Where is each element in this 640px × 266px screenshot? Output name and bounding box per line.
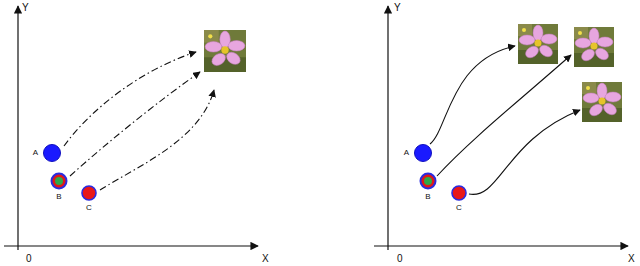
flower-image	[204, 30, 246, 72]
circle-shape	[414, 144, 432, 162]
point-label: A	[33, 149, 38, 157]
circle-shape	[43, 144, 61, 162]
point-circle: C	[81, 185, 97, 201]
point-circle: C	[451, 185, 467, 201]
axis-label: X	[262, 254, 269, 264]
circle-shape	[419, 172, 437, 190]
point-label: C	[456, 204, 462, 212]
circle-shape	[451, 185, 467, 201]
axes	[374, 6, 628, 250]
axis-label: Y	[22, 3, 29, 13]
circle-shape	[81, 185, 97, 201]
point-label: A	[404, 149, 409, 157]
point-circle: B	[419, 172, 437, 190]
point-label: B	[425, 193, 430, 201]
point-circle: B	[50, 172, 68, 190]
flower-image	[574, 27, 614, 67]
flower-image	[582, 82, 622, 122]
mapping-arrows	[64, 52, 214, 190]
point-circle: A	[43, 144, 61, 162]
axis-label: 0	[397, 254, 403, 264]
point-label: C	[86, 204, 92, 212]
point-label: B	[56, 193, 61, 201]
axis-label: 0	[26, 254, 32, 264]
flower-image	[518, 24, 558, 64]
axis-label: X	[628, 254, 635, 264]
mapping-arrows	[430, 46, 580, 194]
axes	[4, 6, 258, 250]
point-circle: A	[414, 144, 432, 162]
circle-shape	[50, 172, 68, 190]
axis-label: Y	[394, 3, 401, 13]
